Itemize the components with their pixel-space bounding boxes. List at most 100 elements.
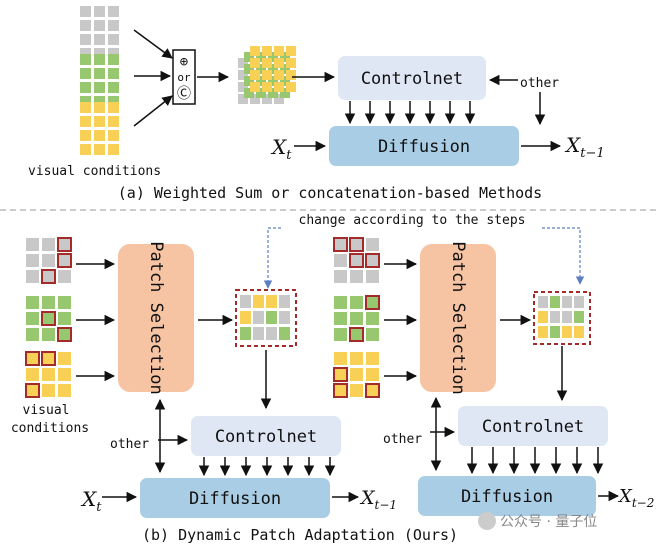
yellow-patch (80, 102, 91, 113)
left-input-xt: Xt (80, 487, 102, 515)
selected-patch (574, 296, 584, 308)
fused-green-patch (268, 88, 278, 98)
selected-patch (538, 296, 548, 308)
yellow-patch (94, 116, 105, 127)
fused-gray-patch (250, 94, 260, 104)
top-other-label: other (520, 76, 559, 91)
selected-patch (279, 311, 290, 324)
plus-operator-icon: ⊕ (180, 54, 189, 70)
concat-operator-icon: Ⓒ (177, 86, 191, 102)
selected-patch (253, 311, 264, 324)
right-controlnet-label: Controlnet (482, 417, 584, 437)
fused-gray-patch (238, 70, 248, 80)
top-diffusion-box: Diffusion (329, 126, 519, 166)
yellow-patch (80, 116, 91, 127)
wechat-icon (478, 512, 496, 530)
fused-yellow-patch (286, 82, 296, 92)
yellow-patch (365, 383, 380, 398)
fused-green-patch (256, 76, 266, 86)
gray-patch (57, 253, 72, 268)
left-diffusion-box: Diffusion (140, 478, 330, 518)
green-patch (350, 312, 363, 325)
left-visual-conditions-line2: conditions (11, 421, 89, 436)
top-controlnet-box: Controlnet (338, 56, 486, 100)
top-controlnet-to-diffusion-arrows (344, 101, 476, 125)
right-diffusion-label: Diffusion (461, 487, 553, 507)
fused-yellow-patch (274, 58, 284, 68)
gray-patch (41, 269, 56, 284)
left-output-xt-1: Xt−1 (359, 487, 397, 512)
yellow-patch (42, 368, 55, 381)
fused-yellow-patch (286, 70, 296, 80)
fused-green-patch (244, 88, 254, 98)
gray-patch (94, 48, 105, 59)
fused-yellow-patch (286, 58, 296, 68)
left-visual-conditions-line1: visual (23, 403, 70, 418)
watermark-text: 公众号 · 量子位 (500, 514, 597, 530)
gray-patch (334, 270, 347, 283)
gray-patch (350, 270, 363, 283)
step-arrow-right (542, 227, 585, 285)
fused-yellow-patch (250, 58, 260, 68)
fused-green-patch (280, 52, 290, 62)
gray-patch (42, 254, 55, 267)
arrow-yellow-to-operator (133, 95, 173, 127)
selected-patch (562, 296, 572, 308)
fused-gray-patch (262, 94, 272, 104)
yellow-patch (350, 352, 363, 365)
top-output-xt-1: Xt−1 (564, 133, 605, 161)
yellow-patch (333, 383, 348, 398)
green-patch (108, 82, 119, 93)
green-patch (349, 327, 364, 342)
right-visual-conditions (333, 237, 380, 398)
top-visual-conditions-label: visual conditions (28, 164, 161, 179)
gray-patch (26, 254, 39, 267)
selected-patch (550, 326, 560, 338)
yellow-patch (366, 368, 379, 381)
yellow-patch (108, 116, 119, 127)
gray-patch (57, 237, 72, 252)
fused-green-patch (280, 76, 290, 86)
fused-green-patch (256, 52, 266, 62)
gray-patch (108, 6, 119, 17)
fused-gray-patch (238, 82, 248, 92)
green-patch (94, 54, 105, 65)
gray-patch (58, 270, 71, 283)
fused-gray-patch (238, 58, 248, 68)
selected-patch (562, 311, 572, 323)
step-arrow-left (263, 227, 283, 289)
operator-box: ⊕ or Ⓒ (172, 49, 196, 105)
right-other-label: other (383, 432, 422, 447)
yellow-patch (25, 351, 40, 366)
selected-frame (235, 289, 297, 347)
green-patch (80, 54, 91, 65)
gray-patch (334, 254, 347, 267)
top-input-xt: Xt (270, 135, 292, 163)
left-patch-selection-box: Patch Selection (118, 241, 194, 395)
gray-patch (94, 34, 105, 45)
right-patch-selection-label: Patch Selection (448, 241, 468, 395)
yellow-patch (42, 384, 55, 397)
selected-frame (533, 291, 591, 345)
yellow-patch (80, 144, 91, 155)
left-patch-selection-label: Patch Selection (146, 241, 166, 395)
yellow-patch (58, 368, 71, 381)
gray-patch (108, 34, 119, 45)
fused-yellow-patch (250, 82, 260, 92)
green-patch (26, 328, 39, 341)
right-selected-patches (533, 291, 591, 345)
selected-patch (279, 327, 290, 340)
green-patch (94, 82, 105, 93)
green-patch (365, 295, 380, 310)
gray-patch (80, 48, 91, 59)
yellow-patch (94, 102, 105, 113)
fused-patch-stack (238, 46, 296, 104)
right-output-xt-2: Xt−2 (617, 486, 654, 510)
green-patch (366, 312, 379, 325)
step-note: change according to the steps (299, 213, 526, 228)
fused-yellow-patch (286, 46, 296, 56)
green-patch (58, 312, 71, 325)
green-patch (26, 312, 39, 325)
green-patch (108, 68, 119, 79)
green-patch (350, 296, 363, 309)
